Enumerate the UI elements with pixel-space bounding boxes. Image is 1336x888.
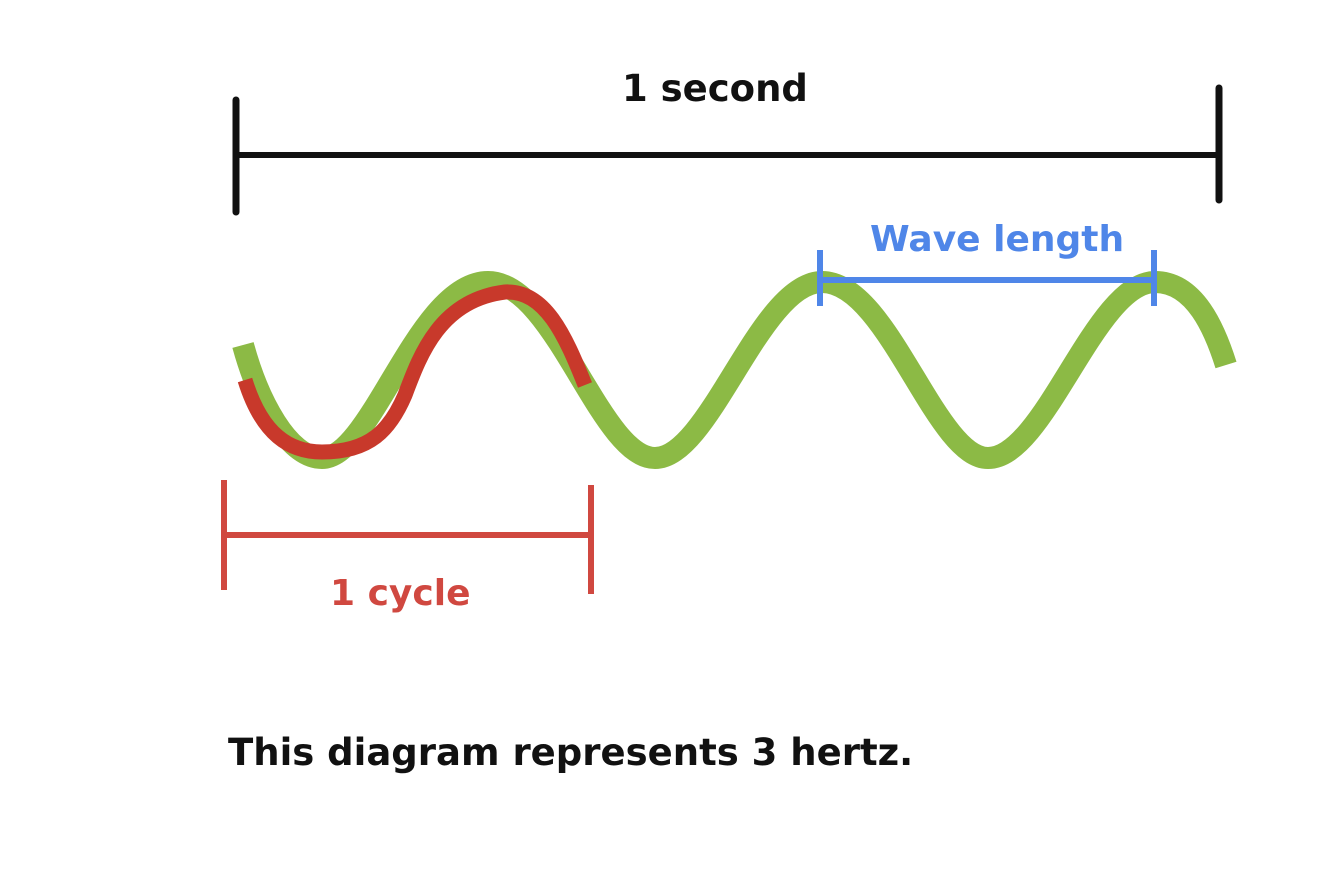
time-span-label: 1 second <box>622 67 808 110</box>
time-span-bracket <box>232 84 1223 216</box>
sine-wave <box>232 270 1237 470</box>
wave-length-label: Wave length <box>870 219 1125 260</box>
cycle-highlight <box>237 284 592 460</box>
cycle-label: 1 cycle <box>330 573 471 614</box>
wave-length-bracket <box>817 250 1157 306</box>
diagram-caption: This diagram represents 3 hertz. <box>228 731 914 774</box>
cycle-bracket <box>221 480 594 594</box>
